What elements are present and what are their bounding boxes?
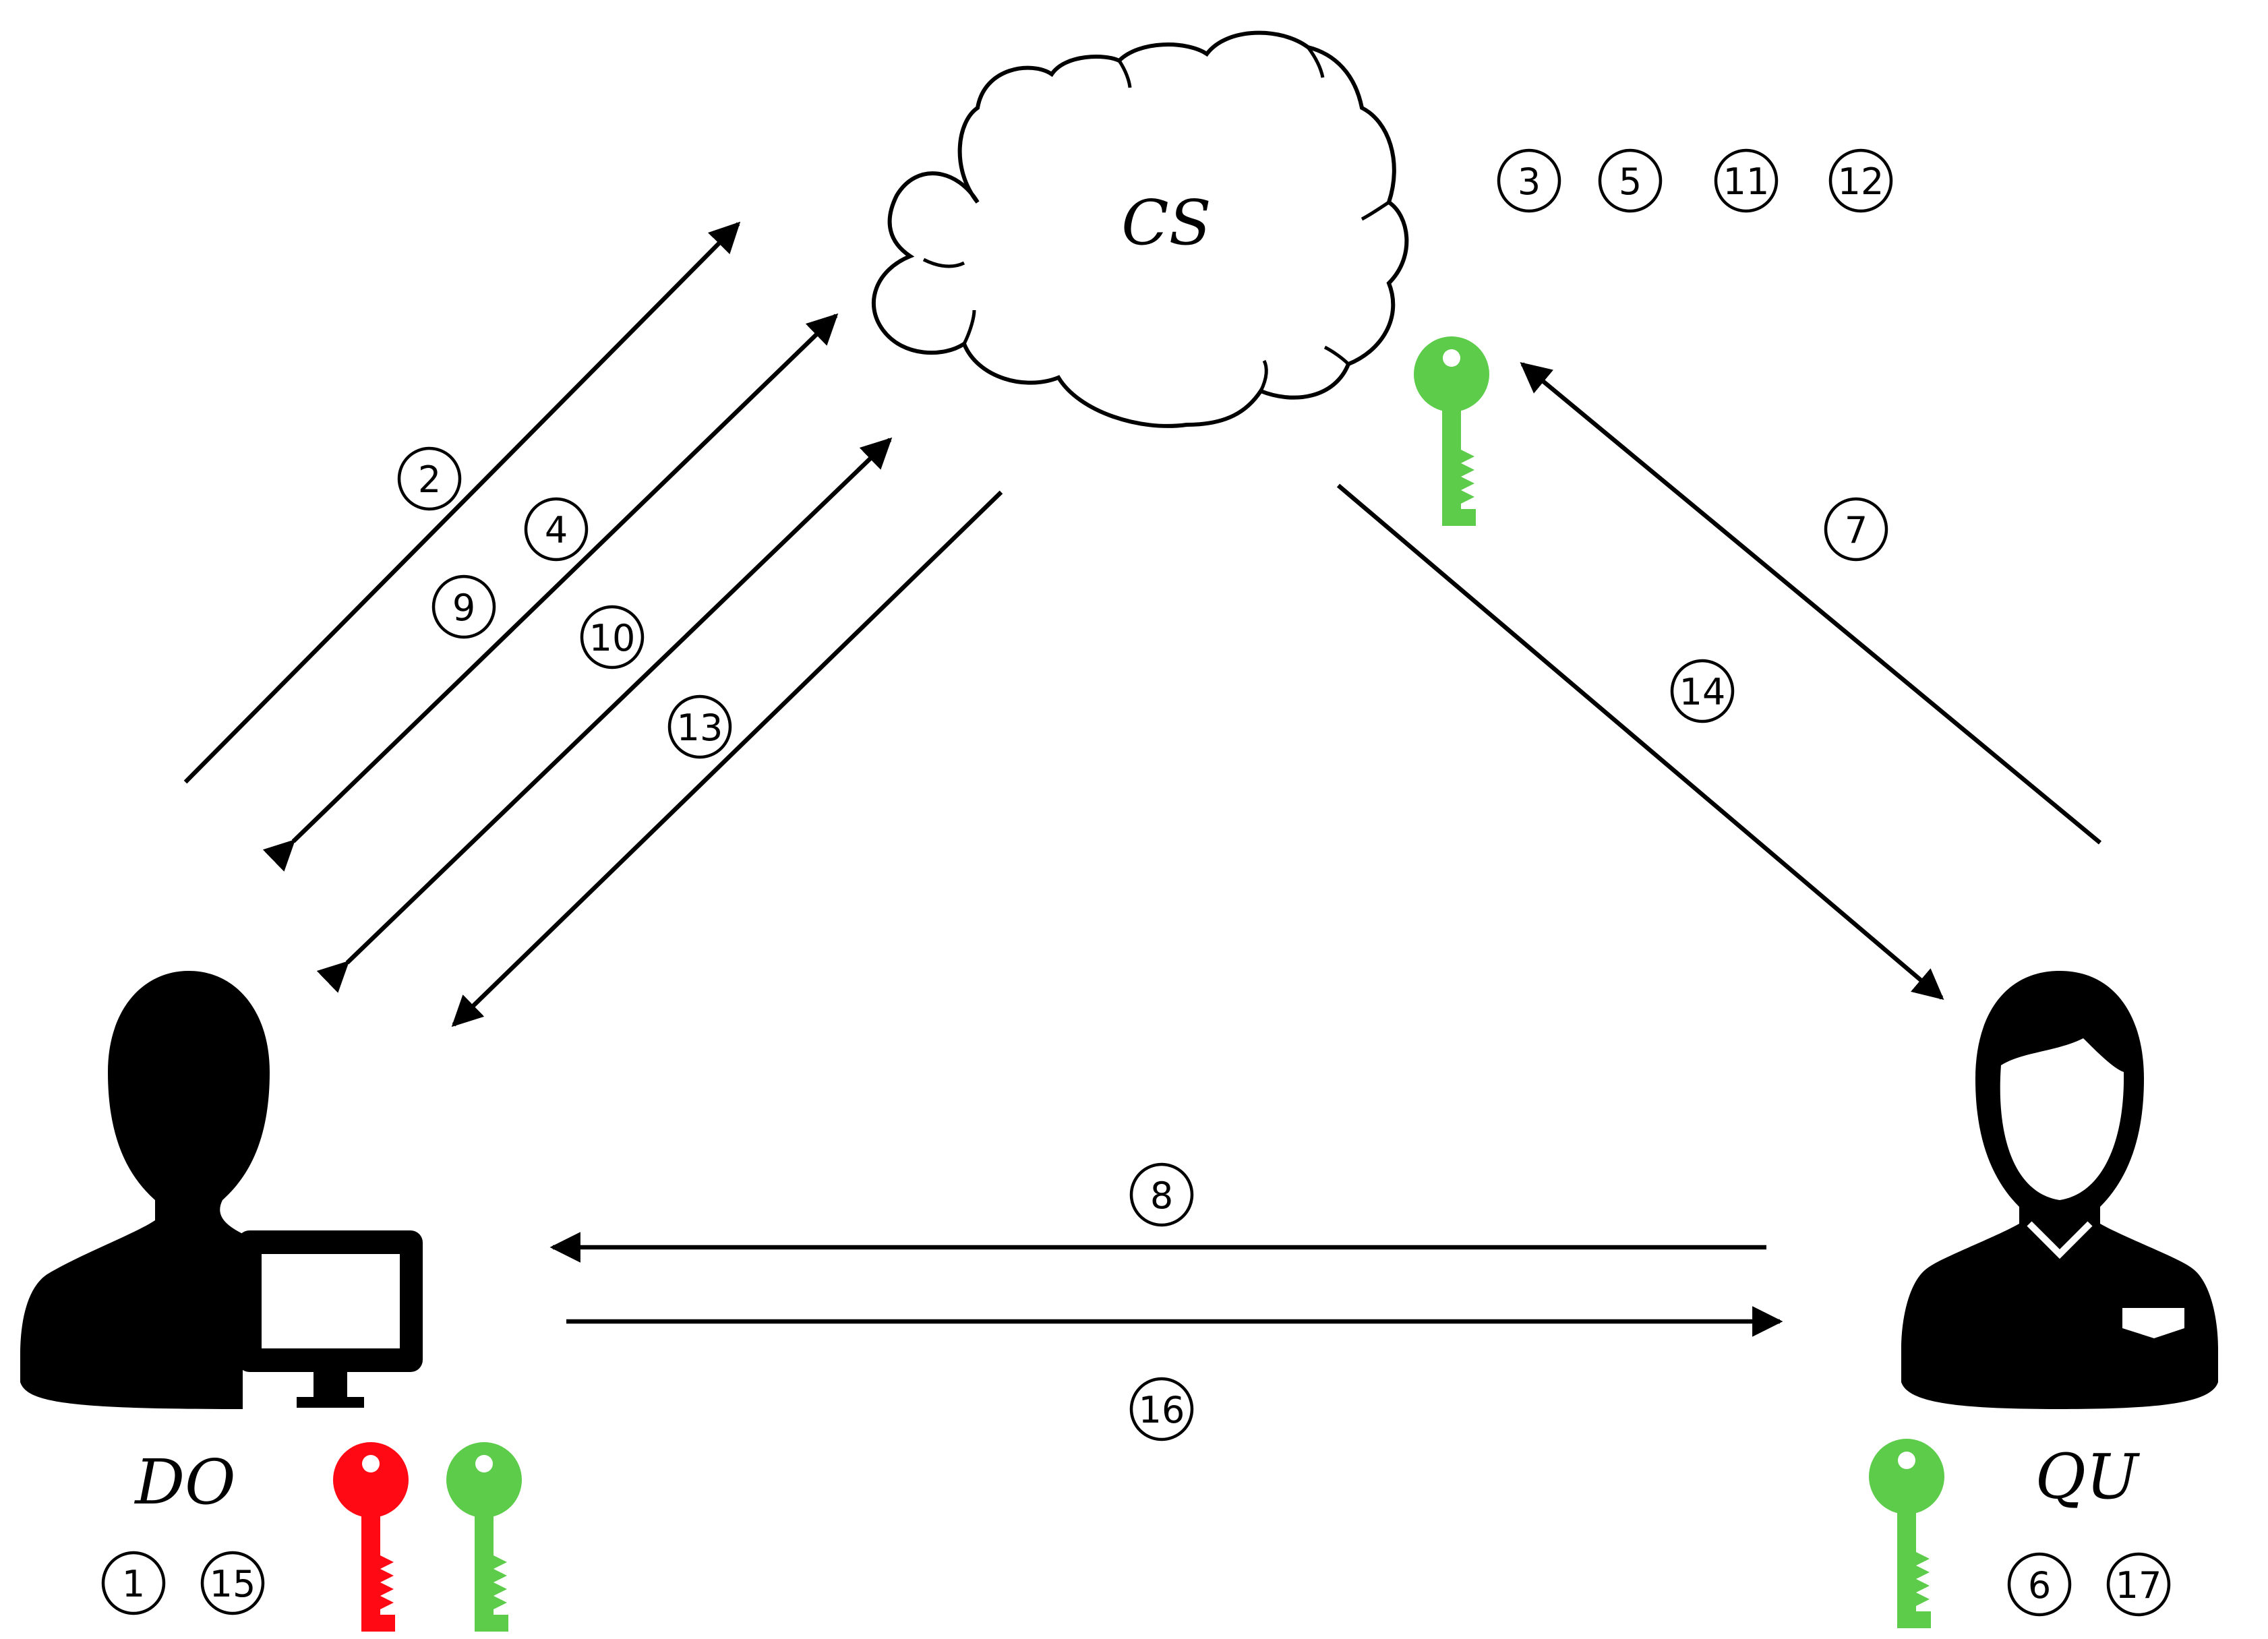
user-with-monitor-icon bbox=[20, 971, 423, 1409]
step-marker-12: 12 bbox=[1828, 148, 1893, 213]
cloud-server-label: CS bbox=[1121, 187, 1211, 259]
green-key-icon bbox=[1869, 1439, 1944, 1628]
svg-text:8: 8 bbox=[1150, 1174, 1173, 1217]
svg-text:2: 2 bbox=[418, 458, 441, 501]
svg-text:3: 3 bbox=[1518, 160, 1541, 203]
step-marker-15: 15 bbox=[200, 1551, 265, 1615]
step-marker-17: 17 bbox=[2106, 1552, 2171, 1617]
arrows bbox=[183, 221, 2102, 1337]
arrow-cs-do-1 bbox=[262, 313, 839, 872]
step-marker-3: 3 bbox=[1497, 148, 1561, 213]
data-owner-label: DO bbox=[133, 1446, 235, 1518]
svg-text:7: 7 bbox=[1845, 509, 1868, 552]
step-marker-1: 1 bbox=[101, 1551, 166, 1615]
green-key-icon bbox=[446, 1442, 522, 1632]
svg-text:13: 13 bbox=[677, 707, 723, 749]
step-marker-7: 7 bbox=[1824, 497, 1888, 562]
arrow-qu-to-cs bbox=[1520, 362, 2102, 845]
arrow-cs-to-qu bbox=[1336, 483, 1944, 1000]
svg-text:5: 5 bbox=[1619, 160, 1642, 203]
svg-text:10: 10 bbox=[589, 617, 636, 659]
step-marker-6: 6 bbox=[2007, 1552, 2072, 1617]
step-marker-2: 2 bbox=[397, 446, 462, 511]
step-marker-16: 16 bbox=[1129, 1377, 1194, 1441]
svg-text:6: 6 bbox=[2028, 1564, 2051, 1607]
step-marker-5: 5 bbox=[1598, 148, 1663, 213]
step-marker-4: 4 bbox=[524, 497, 589, 562]
step-marker-11: 11 bbox=[1714, 148, 1779, 213]
red-key-icon bbox=[333, 1442, 409, 1632]
step-marker-8: 8 bbox=[1129, 1162, 1194, 1227]
cloud-icon bbox=[871, 30, 1409, 428]
svg-text:11: 11 bbox=[1723, 160, 1770, 203]
svg-text:14: 14 bbox=[1679, 671, 1726, 713]
step-markers: 1 15 2 4 9 10 13 3 5 11 12 7 14 8 16 6 1… bbox=[101, 148, 2171, 1617]
step-marker-10: 10 bbox=[580, 605, 645, 669]
svg-text:1: 1 bbox=[122, 1563, 145, 1605]
step-marker-14: 14 bbox=[1670, 659, 1735, 723]
arrow-cs-to-do bbox=[451, 490, 1003, 1027]
svg-text:17: 17 bbox=[2116, 1564, 2162, 1607]
green-key-icon bbox=[1414, 336, 1489, 526]
svg-text:16: 16 bbox=[1139, 1389, 1185, 1431]
query-user-label: QU bbox=[2035, 1441, 2141, 1513]
step-marker-9: 9 bbox=[431, 574, 496, 639]
arrow-cs-do-2 bbox=[316, 437, 893, 993]
svg-text:15: 15 bbox=[210, 1563, 256, 1605]
user-icon bbox=[1901, 971, 2218, 1409]
svg-text:4: 4 bbox=[545, 509, 568, 552]
arrow-do-to-cs-1 bbox=[183, 221, 741, 784]
svg-text:9: 9 bbox=[452, 587, 475, 629]
step-marker-13: 13 bbox=[667, 694, 732, 759]
svg-text:12: 12 bbox=[1838, 160, 1884, 203]
